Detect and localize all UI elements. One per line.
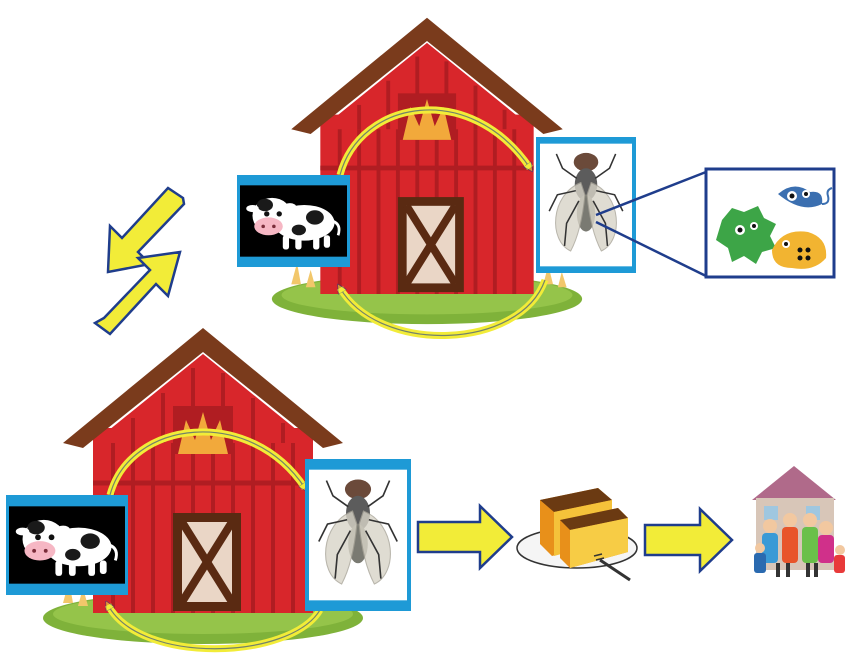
bottom-fly-box	[305, 459, 411, 611]
bidirectional-arrows	[92, 186, 186, 336]
top-barn-scene	[237, 18, 836, 339]
arrow-up-right	[92, 250, 182, 336]
zoom-line-lower	[595, 220, 707, 278]
cow-icon	[9, 504, 125, 586]
arrow-fly-to-food	[416, 503, 514, 571]
top-barn-illustration	[272, 18, 582, 324]
top-cow-box	[237, 175, 350, 267]
bottom-cow-box	[6, 495, 128, 595]
arrow-down-left	[106, 186, 186, 274]
cake-food-icon	[516, 488, 638, 582]
bacteria-icon	[716, 186, 833, 269]
bottom-barn-scene	[6, 328, 411, 653]
family-house-icon	[752, 466, 845, 577]
food-chain-flow	[416, 466, 845, 582]
cow-icon	[240, 183, 347, 259]
germ-box	[704, 167, 836, 279]
arrow-food-to-people	[643, 506, 734, 574]
zoom-line-upper	[595, 170, 707, 217]
housefly-icon	[309, 468, 407, 602]
